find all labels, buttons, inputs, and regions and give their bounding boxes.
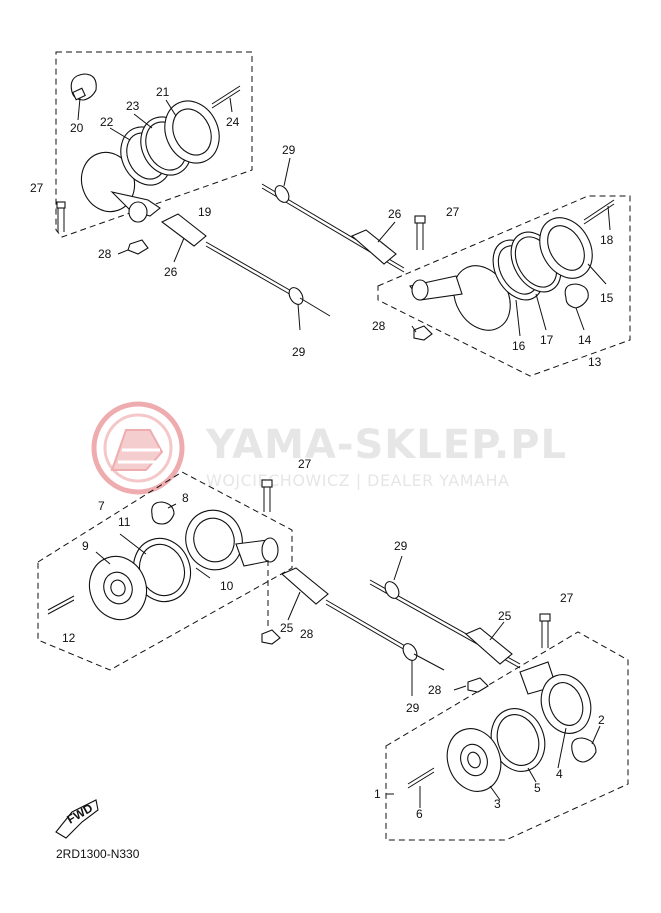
label-2: 2 xyxy=(598,713,605,727)
label-20: 20 xyxy=(70,121,84,135)
label-21: 21 xyxy=(156,85,170,99)
label-16: 16 xyxy=(512,339,526,353)
assembly-7-rear-left xyxy=(37,471,445,671)
assembly-1-rear-right xyxy=(369,579,629,841)
label-25-bottom-right: 25 xyxy=(498,609,512,623)
bulb-icon xyxy=(70,73,97,101)
assembly-13-front-right xyxy=(261,183,631,377)
label-29-bottom-right: 29 xyxy=(394,539,408,553)
label-5: 5 xyxy=(534,781,541,795)
label-26-top-right: 26 xyxy=(388,207,402,221)
label-7: 7 xyxy=(98,499,105,513)
label-4: 4 xyxy=(556,767,563,781)
label-12: 12 xyxy=(62,631,76,645)
label-14: 14 xyxy=(578,333,592,347)
label-6: 6 xyxy=(416,807,423,821)
label-28-bottom-left: 28 xyxy=(300,627,314,641)
label-3: 3 xyxy=(494,797,501,811)
diagram-code: 2RD1300-N330 xyxy=(56,847,140,861)
leader-lines xyxy=(77,97,611,808)
label-29-top-right: 29 xyxy=(282,143,296,157)
label-18: 18 xyxy=(600,233,614,247)
label-17: 17 xyxy=(540,333,554,347)
watermark-subtitle: WOJCIECHOWICZ | DEALER YAMAHA xyxy=(206,471,509,490)
watermark-title: YAMA-SKLEP.PL xyxy=(205,422,567,468)
label-10: 10 xyxy=(220,579,234,593)
label-27-bottom-left: 27 xyxy=(298,457,312,471)
label-9: 9 xyxy=(82,539,89,553)
watermark: YAMA-SKLEP.PL WOJCIECHOWICZ | DEALER YAM… xyxy=(91,401,567,495)
fwd-arrow-icon: FWD xyxy=(55,799,99,839)
assembly-19-front-left xyxy=(55,51,331,317)
label-26-top-left: 26 xyxy=(164,265,178,279)
label-27-top-left: 27 xyxy=(30,181,44,195)
label-15: 15 xyxy=(600,291,614,305)
label-29-bottom-left: 29 xyxy=(406,701,420,715)
label-22: 22 xyxy=(100,115,114,129)
label-28-top-right: 28 xyxy=(372,319,386,333)
label-28-top-left: 28 xyxy=(98,247,112,261)
label-11: 11 xyxy=(118,515,131,529)
label-24: 24 xyxy=(226,115,240,129)
yamaha-logo-icon xyxy=(91,401,185,495)
label-27-bottom-right: 27 xyxy=(560,591,574,605)
label-19: 19 xyxy=(198,205,212,219)
label-8: 8 xyxy=(182,491,189,505)
label-23: 23 xyxy=(126,99,140,113)
label-1: 1 xyxy=(374,787,381,801)
part-labels: 20 22 23 21 24 27 19 28 26 29 29 26 27 1… xyxy=(30,85,614,821)
label-29-top-left: 29 xyxy=(292,345,306,359)
label-27-top-right: 27 xyxy=(446,205,460,219)
label-13: 13 xyxy=(588,355,602,369)
label-28-bottom-right: 28 xyxy=(428,683,442,697)
label-25-bottom-left: 25 xyxy=(280,621,294,635)
